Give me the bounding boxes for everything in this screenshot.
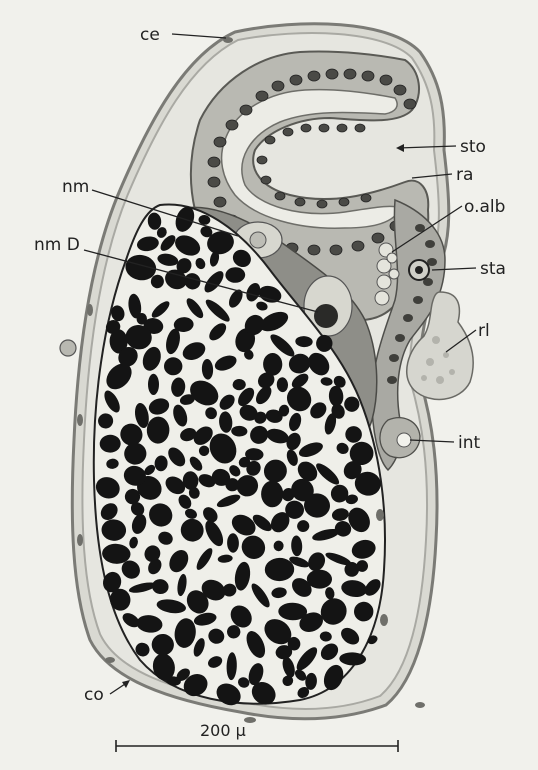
envelope-cell [60,340,76,356]
label-sto: sto [460,137,486,157]
label-ra: ra [456,165,473,185]
scale-bar: 200 µ [116,721,398,752]
label-rl: rl [478,321,490,341]
label-int: int [458,433,480,453]
label-o-alb: o.alb [464,197,505,217]
statocyst [409,260,429,280]
leader-ce [172,34,226,38]
label-nm-d: nm D [34,235,80,255]
label-nm: nm [62,177,89,197]
leader-co-arrowhead [122,680,130,688]
label-sta: sta [480,259,506,279]
label-ce: ce [140,25,160,45]
scale-bar-label: 200 µ [200,721,246,740]
yolk-granule [148,374,159,395]
label-co: co [84,685,104,705]
